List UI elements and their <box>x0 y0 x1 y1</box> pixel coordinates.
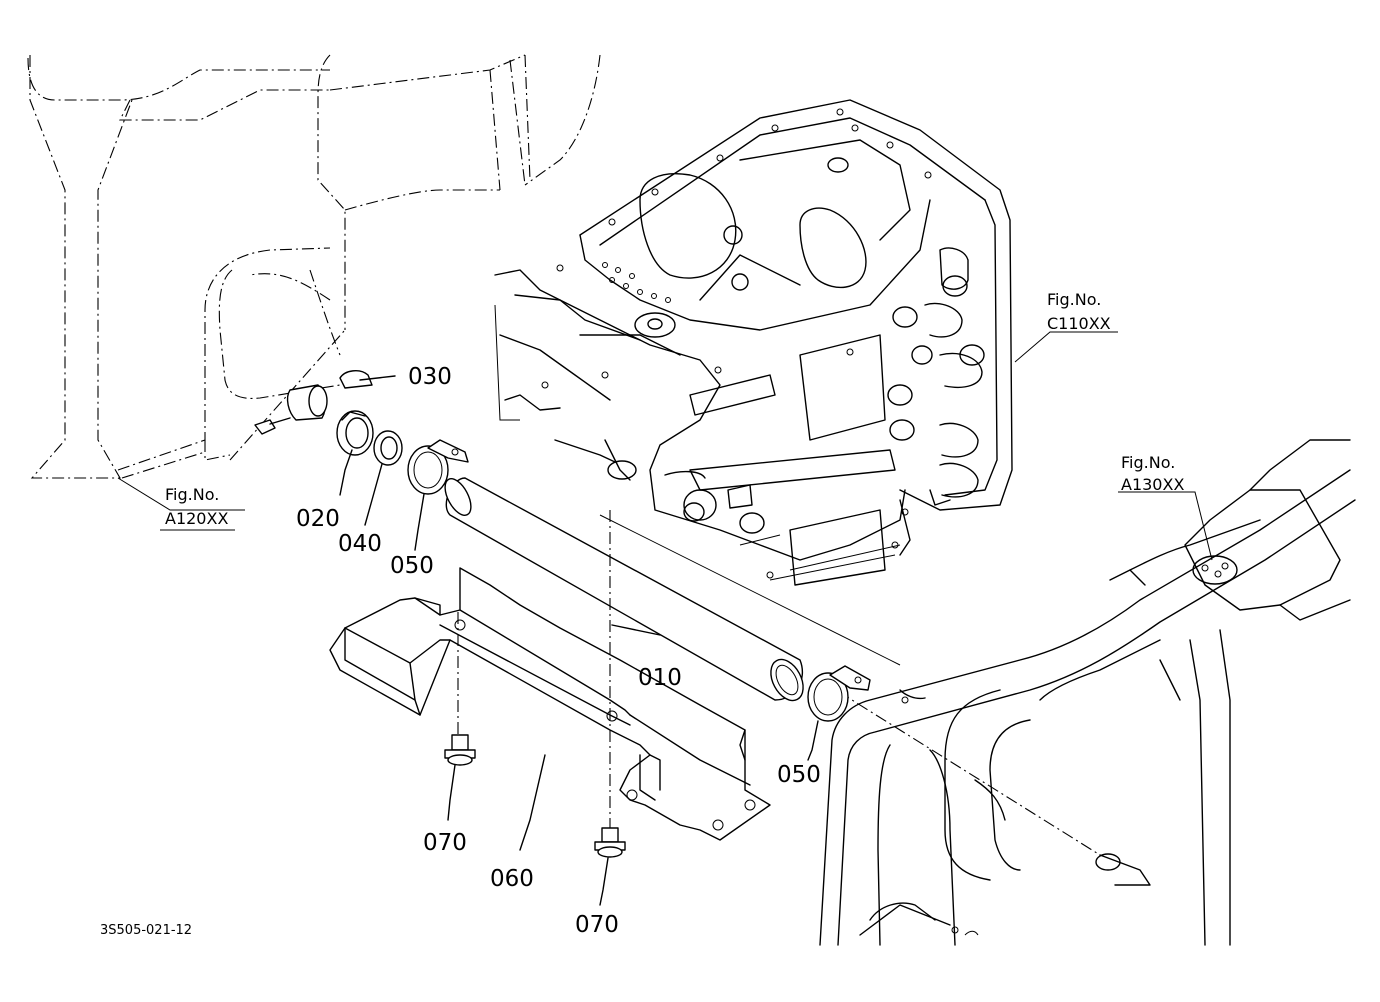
part-010-hose <box>444 477 804 702</box>
figref-c110-line1: Fig.No. <box>1047 290 1101 309</box>
callout-060: 060 <box>490 866 534 892</box>
pin-stud <box>254 417 291 435</box>
right-frame <box>819 439 1356 946</box>
part-020-bushing <box>336 410 374 496</box>
callout-050-lower: 050 <box>777 762 821 788</box>
drawing-code: 3S505-021-12 <box>100 923 192 938</box>
part-070-bolt-left <box>444 734 476 821</box>
figref-a120: Fig.No. A120XX <box>160 485 235 531</box>
callout-020: 020 <box>296 506 340 532</box>
left-housing-phantom <box>27 54 601 479</box>
figref-a120-line1: Fig.No. <box>165 485 219 504</box>
figref-a120-line2: A120XX <box>165 509 228 528</box>
callout-070-left: 070 <box>423 830 467 856</box>
callout-050-upper: 050 <box>390 553 434 579</box>
callout-030: 030 <box>408 364 452 390</box>
part-030-cap <box>339 370 396 389</box>
figref-a130-line2: A130XX <box>1121 475 1184 494</box>
bolt-holes <box>541 108 932 579</box>
part-050-clamp-upper <box>407 439 469 551</box>
sleeve <box>286 384 328 421</box>
figref-a130: Fig.No. A130XX <box>1121 453 1184 494</box>
figref-c110-line2: C110XX <box>1047 314 1111 333</box>
callout-070-right: 070 <box>575 912 619 938</box>
figref-a130-line1: Fig.No. <box>1121 453 1175 472</box>
callout-040: 040 <box>338 531 382 557</box>
case-ribs <box>887 247 985 498</box>
transmission-case <box>494 99 1013 666</box>
figref-c110: Fig.No. C110XX <box>1047 290 1111 333</box>
part-050-clamp-lower <box>807 665 871 761</box>
callout-010: 010 <box>638 665 682 691</box>
part-040-seal <box>364 430 403 526</box>
part-070-bolt-right <box>594 510 626 906</box>
